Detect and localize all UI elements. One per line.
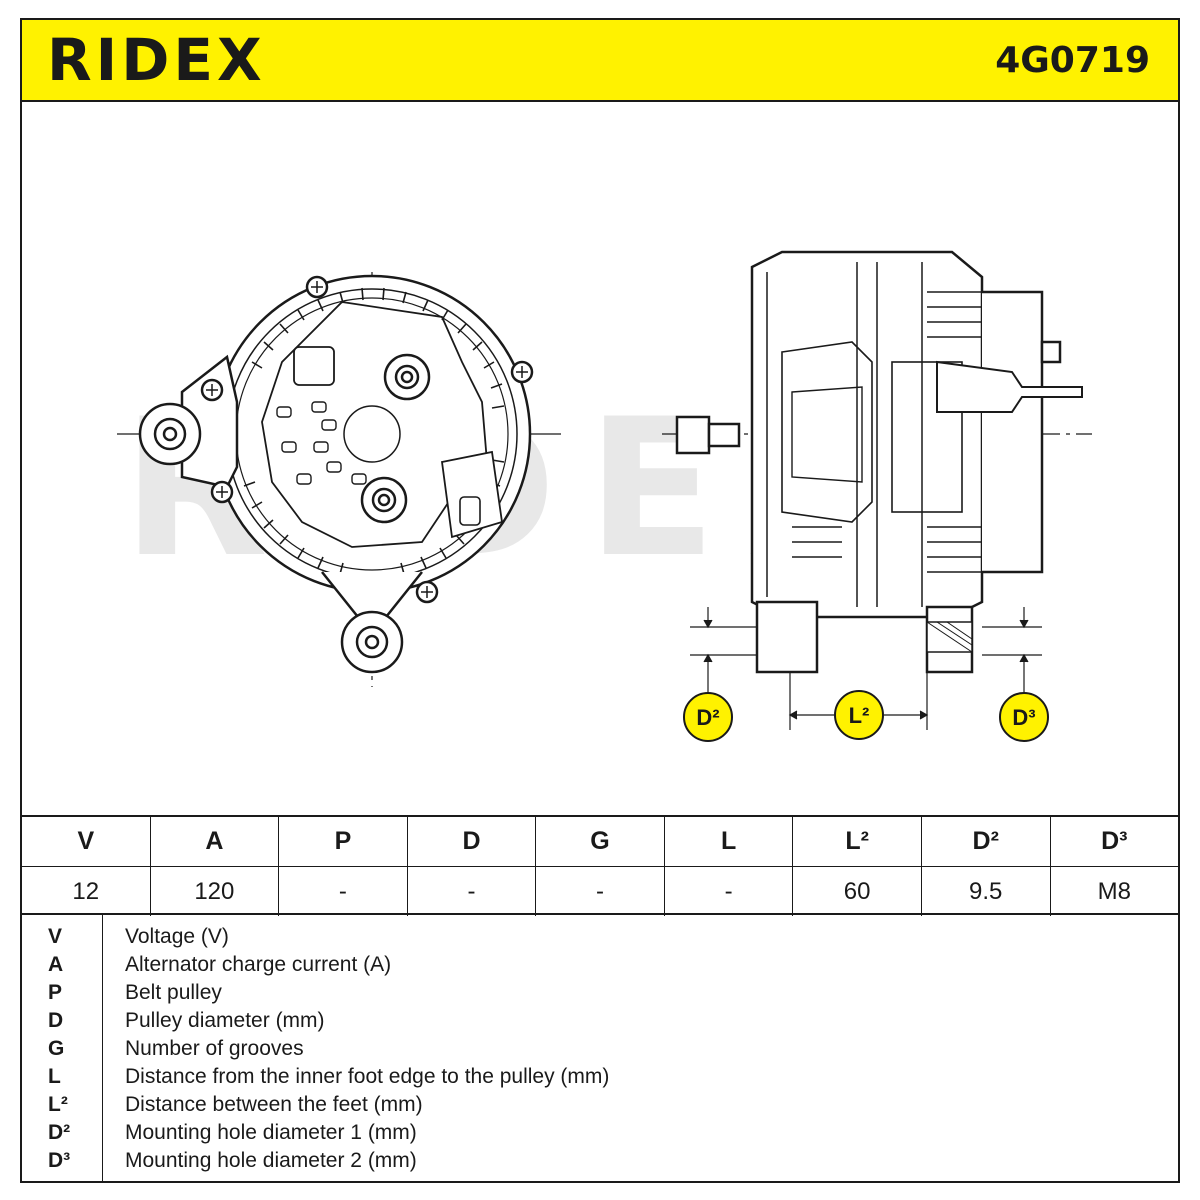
brand-logo: RIDEX — [47, 26, 266, 94]
legend-key: A — [48, 953, 64, 976]
legend-key: D³ — [48, 1149, 71, 1172]
spec-table: V A P D G L L² D² D³ 12 120 - - - - 60 9… — [22, 815, 1178, 916]
legend-key: L — [48, 1065, 61, 1088]
spec-value-cell: 120 — [151, 867, 280, 916]
legend-desc: Voltage (V) — [125, 925, 229, 948]
side-view — [662, 250, 1092, 730]
legend-key: D — [48, 1009, 64, 1032]
legend-row: P Belt pulley — [22, 981, 1178, 1009]
legend-key: G — [48, 1037, 65, 1060]
spec-value-cell: 60 — [793, 867, 922, 916]
legend-key: D² — [48, 1121, 71, 1144]
callout-d2-label: D² — [696, 705, 719, 730]
spec-header-cell: D — [408, 817, 537, 866]
spec-header-cell: P — [279, 817, 408, 866]
legend-row: G Number of grooves — [22, 1037, 1178, 1065]
legend-row: L² Distance between the feet (mm) — [22, 1093, 1178, 1121]
callout-l2-label: L² — [849, 703, 870, 728]
legend-desc: Pulley diameter (mm) — [125, 1009, 325, 1032]
callout-d2: D² — [683, 692, 733, 742]
technical-drawing: RIDEX — [22, 102, 1178, 815]
legend-row: V Voltage (V) — [22, 925, 1178, 953]
legend-key: V — [48, 925, 63, 948]
alternator-drawing: RIDEX — [117, 250, 1092, 742]
spec-value-cell: - — [665, 867, 794, 916]
legend-key: L² — [48, 1093, 68, 1116]
spec-value-cell: 9.5 — [922, 867, 1051, 916]
legend-desc: Mounting hole diameter 2 (mm) — [125, 1149, 417, 1172]
part-number: 4G0719 — [995, 40, 1150, 81]
callout-d3: D³ — [999, 692, 1049, 742]
legend-desc: Mounting hole diameter 1 (mm) — [125, 1121, 417, 1144]
spec-header-cell: L — [665, 817, 794, 866]
spec-header-cell: L² — [793, 817, 922, 866]
spec-value-cell: - — [408, 867, 537, 916]
legend-desc: Belt pulley — [125, 981, 222, 1004]
spec-value-cell: - — [279, 867, 408, 916]
legend-row: D³ Mounting hole diameter 2 (mm) — [22, 1149, 1178, 1177]
spec-header-cell: V — [22, 817, 151, 866]
spec-value-cell: - — [536, 867, 665, 916]
spec-header-row: V A P D G L L² D² D³ — [22, 817, 1178, 867]
legend-key: P — [48, 981, 63, 1004]
header-bar: RIDEX 4G0719 — [22, 20, 1178, 102]
datasheet: RIDEX 4G0719 RIDEX — [20, 18, 1180, 1183]
legend: V Voltage (V) A Alternator charge curren… — [22, 915, 1178, 1183]
legend-row: D² Mounting hole diameter 1 (mm) — [22, 1121, 1178, 1149]
legend-desc: Alternator charge current (A) — [125, 953, 392, 976]
spec-value-cell: M8 — [1097, 877, 1131, 905]
spec-value-row: 12 120 - - - - 60 9.5 M8 — [22, 867, 1178, 916]
spec-value-cell: 12 — [22, 867, 151, 916]
callout-d3-label: D³ — [1012, 705, 1035, 730]
spec-header-cell: G — [536, 817, 665, 866]
legend-desc: Distance between the feet (mm) — [125, 1093, 423, 1116]
spec-header-cell: A — [151, 817, 280, 866]
callout-l2: L² — [834, 690, 884, 740]
legend-row: A Alternator charge current (A) — [22, 953, 1178, 981]
legend-row: D Pulley diameter (mm) — [22, 1009, 1178, 1037]
legend-divider — [102, 915, 103, 1183]
front-view — [117, 272, 562, 687]
spec-header-cell: D² — [922, 817, 1051, 866]
legend-desc: Distance from the inner foot edge to the… — [125, 1065, 610, 1088]
legend-desc: Number of grooves — [125, 1037, 304, 1060]
legend-row: L Distance from the inner foot edge to t… — [22, 1065, 1178, 1093]
spec-header-cell: D³ — [1101, 827, 1128, 855]
